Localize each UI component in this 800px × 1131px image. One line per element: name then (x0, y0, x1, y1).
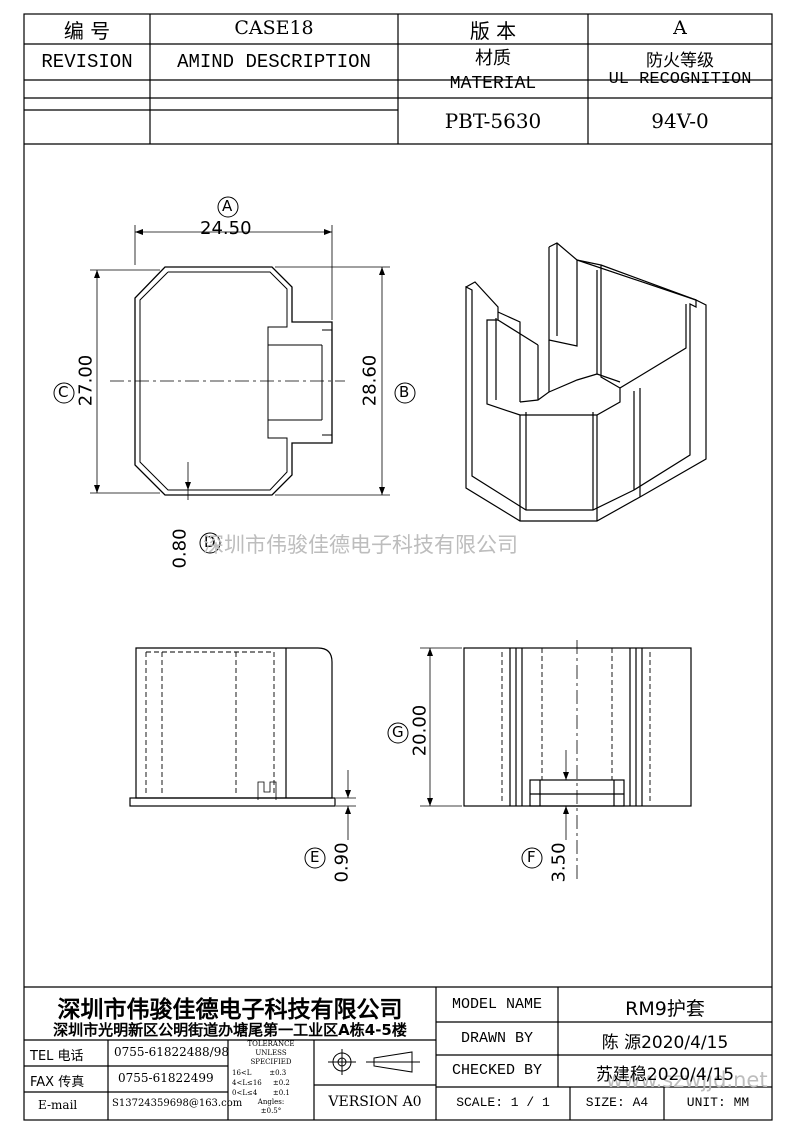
scale-label: SCALE: 1 / 1 (456, 1095, 550, 1110)
dimension-d-wrap: 0.80 (169, 520, 194, 580)
drawn-by-label: DRAWN BY (460, 1030, 533, 1047)
tolerance-row-2: 4<L≤16 ±0.2 (232, 1079, 290, 1087)
company-name: 深圳市伟骏佳德电子科技有限公司 (57, 997, 403, 1023)
tolerance-title: TOLERANCE (247, 1040, 295, 1048)
amend-description-label: AMIND DESCRIPTION (177, 51, 371, 73)
fire-rating-label-cn: 防火等级 (646, 51, 714, 71)
version-a0: VERSION A0 (328, 1094, 422, 1110)
version-value: A (673, 17, 687, 39)
dimension-c: 27.00 (75, 354, 97, 407)
top-view-drawing (90, 225, 390, 500)
checked-by-label: CHECKED BY (451, 1062, 542, 1079)
model-name-label: MODEL NAME (451, 996, 542, 1013)
dimension-label-a: A (222, 197, 233, 215)
tolerance-specified: SPECIFIED (250, 1058, 292, 1066)
dimension-b: 28.60 (359, 354, 381, 407)
dimension-e-wrap: 0.90 (331, 834, 356, 894)
case-number: CASE18 (234, 17, 314, 39)
isometric-view-drawing (465, 242, 707, 522)
dimension-b-wrap: 28.60 (359, 350, 386, 414)
tolerance-angles-value: ±0.5° (260, 1107, 282, 1115)
dimension-g: 20.00 (409, 704, 431, 757)
tolerance-angles: Angles: (257, 1098, 285, 1106)
checked-by-value: 苏建稳2020/4/15 (595, 1065, 735, 1085)
fax-value: 0755-61822499 (118, 1071, 214, 1085)
dimension-label-f: F (527, 848, 536, 866)
dimension-c-wrap: 27.00 (75, 350, 102, 414)
dimension-label-d: D (204, 533, 216, 551)
email-label: E-mail (38, 1098, 78, 1112)
dimension-label-e: E (310, 848, 320, 866)
dimension-label-g: G (392, 723, 404, 741)
watermark-site: www.szwjjd.net (606, 1068, 768, 1092)
fax-label: FAX 传真 (30, 1075, 85, 1090)
dimension-a: 24.50 (200, 218, 252, 239)
front-view-drawing (129, 647, 356, 840)
tel-label: TEL 电话 (30, 1049, 84, 1064)
tolerance-unless: UNLESS (255, 1049, 287, 1057)
dimension-label-c: C (58, 383, 69, 401)
watermark-company: 深圳市伟骏佳德电子科技有限公司 (203, 533, 518, 557)
revision-label: REVISION (41, 51, 133, 73)
dimension-d: 0.80 (169, 528, 191, 569)
tolerance-row-1: 16<L ±0.3 (232, 1069, 287, 1077)
number-label: 编 号 (63, 19, 111, 43)
side-view-drawing (420, 640, 692, 880)
size-label: SIZE: A4 (585, 1095, 649, 1110)
model-name-value: RM9护套 (625, 998, 705, 1020)
material-value: PBT-5630 (444, 109, 542, 133)
version-label: 版 本 (469, 19, 517, 43)
dimension-e: 0.90 (331, 842, 353, 883)
dimension-label-b: B (399, 383, 410, 401)
projection-symbol-icon (328, 1049, 420, 1075)
fire-rating-value: 94V-0 (651, 109, 709, 133)
drawn-by-value: 陈 源2020/4/15 (601, 1033, 729, 1053)
material-label-en: MATERIAL (449, 74, 537, 94)
unit-label: UNIT: MM (686, 1095, 750, 1110)
tolerance-row-3: 0<L≤4 ±0.1 (232, 1089, 290, 1097)
material-label-cn: 材质 (475, 48, 511, 69)
dimension-f: 3.50 (548, 842, 570, 883)
dimension-f-wrap: 3.50 (548, 834, 573, 894)
fire-rating-label-en: UL RECOGNITION (608, 70, 752, 89)
tel-value: 0755-61822488/98 (114, 1045, 229, 1059)
email-value: S13724359698@163.com (112, 1098, 243, 1109)
company-address: 深圳市光明新区公明街道办塘尾第一工业区A栋4-5楼 (53, 1021, 407, 1039)
dimension-g-wrap: 20.00 (409, 700, 436, 764)
